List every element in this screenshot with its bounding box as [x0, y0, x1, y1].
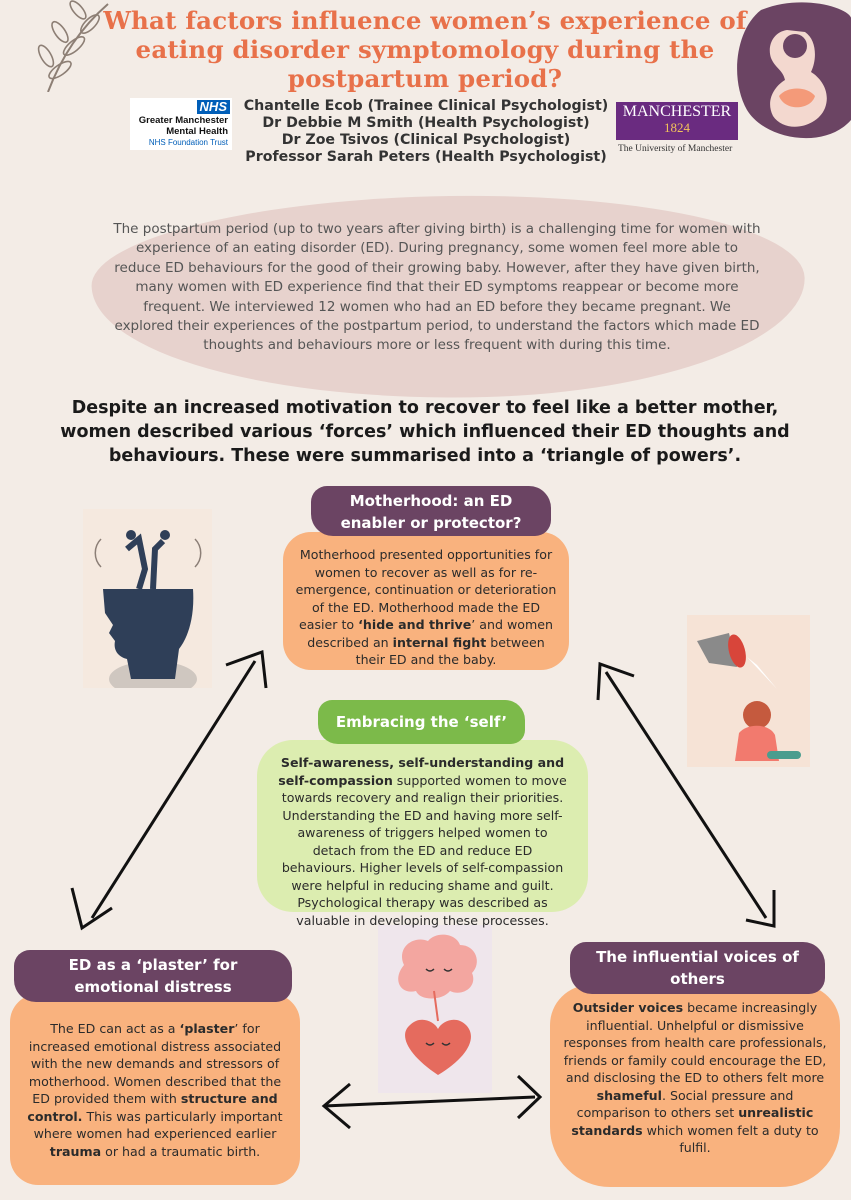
key-finding-headline: Despite an increased motivation to recov… — [60, 398, 790, 466]
motherhood-text: ’ and women described an — [307, 617, 553, 650]
arrowhead-icon — [321, 1082, 351, 1130]
motherhood-emphasis: internal fight — [392, 634, 487, 650]
manchester-logo-year: 1824 — [664, 120, 690, 135]
nhs-logo-line: Mental Health — [166, 126, 228, 137]
arrowhead-icon — [745, 890, 776, 928]
plaster-text: ’ for increased emotional distress assoc… — [28, 1021, 282, 1106]
embracing-self-text: supported women to move towards recovery… — [281, 772, 567, 928]
author-name: Chantelle Ecob (Trainee Clinical Psychol… — [243, 98, 609, 114]
arrow-bottom-horizontal — [323, 1095, 536, 1108]
voices-panel: Outsider voices became increasingly infl… — [550, 985, 840, 1187]
motherhood-text: between their ED and the baby. — [355, 634, 545, 668]
motherhood-heading: Motherhood: an ED enabler or protector? — [311, 486, 551, 536]
nhs-logo-line: Greater Manchester — [138, 115, 228, 126]
plaster-heading: ED as a ‘plaster’ for emotional distress — [14, 950, 292, 1002]
author-name: Professor Sarah Peters (Health Psycholog… — [245, 149, 607, 165]
author-name: Dr Debbie M Smith (Health Psychologist) — [262, 115, 590, 131]
plaster-text: or had a traumatic birth. — [101, 1143, 261, 1159]
manchester-logo-subtitle: The University of Manchester — [618, 144, 733, 154]
megaphone-shouting-illustration — [687, 615, 810, 767]
nhs-logo: NHS Greater Manchester Mental Health NHS… — [130, 98, 232, 150]
voices-emphasis: unrealistic standards — [571, 1105, 814, 1138]
motherhood-panel: Motherhood presented opportunities for w… — [283, 532, 569, 670]
leaf-branch-illustration — [37, 0, 109, 92]
plaster-panel: The ED can act as a ‘plaster’ for increa… — [10, 994, 300, 1185]
voices-text: became increasingly influential. Unhelpf… — [563, 1000, 827, 1085]
plaster-text: This was particularly important where wo… — [33, 1108, 283, 1142]
mother-baby-illustration — [737, 2, 851, 139]
university-of-manchester-logo: MANCHESTER 1824 The University of Manche… — [616, 102, 742, 158]
arrowhead-icon — [596, 661, 635, 701]
author-list: Chantelle Ecob (Trainee Clinical Psychol… — [236, 98, 616, 166]
arrow-right-diagonal — [604, 671, 768, 919]
motherhood-text: Motherhood presented opportunities for w… — [295, 547, 557, 632]
motherhood-emphasis: ‘hide and thrive — [358, 617, 472, 632]
nhs-logo-subline: NHS Foundation Trust — [148, 138, 228, 147]
arrowhead-icon — [225, 649, 268, 689]
manchester-logo-box: MANCHESTER 1824 — [616, 102, 738, 140]
nhs-badge: NHS — [196, 100, 230, 114]
author-name: Dr Zoe Tsivos (Clinical Psychologist) — [281, 132, 571, 148]
voices-text: which women felt a duty to fulfil. — [642, 1122, 819, 1156]
embracing-self-emphasis: Self-awareness, self-understanding and s… — [278, 755, 565, 788]
voices-emphasis: shameful — [596, 1087, 662, 1103]
voices-text: . Social pressure and comparison to othe… — [576, 1087, 794, 1121]
plaster-emphasis: structure and control. — [27, 1091, 278, 1124]
plaster-emphasis: trauma — [49, 1143, 102, 1159]
arrowhead-icon — [516, 1074, 543, 1120]
voices-emphasis: Outsider voices — [572, 1000, 684, 1015]
embracing-self-heading: Embracing the ‘self’ — [318, 700, 525, 744]
mind-fight-illustration — [83, 509, 212, 688]
plaster-text: The ED can act as a — [50, 1021, 180, 1036]
voices-heading: The influential voices of others — [570, 942, 825, 994]
brain-heart-illustration — [378, 925, 492, 1093]
arrowhead-icon — [70, 887, 113, 931]
embracing-self-panel: Self-awareness, self-understanding and s… — [257, 740, 588, 928]
poster-title: What factors influence women’s experienc… — [103, 6, 747, 93]
intro-paragraph: The postpartum period (up to two years a… — [113, 221, 761, 354]
arrow-left-diagonal — [90, 660, 257, 919]
plaster-emphasis: ‘plaster — [179, 1021, 235, 1036]
manchester-logo-name: MANCHESTER — [622, 103, 732, 120]
